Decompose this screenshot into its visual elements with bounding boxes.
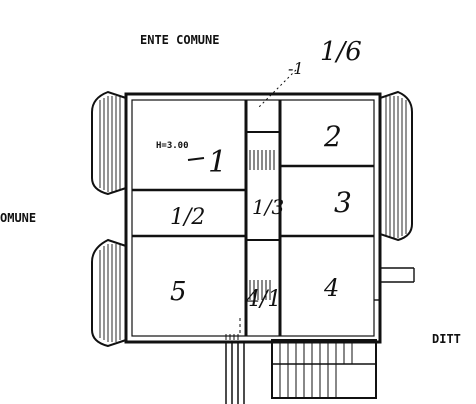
room-5-label: 5 <box>170 277 187 307</box>
balcony-left-lower <box>91 238 127 348</box>
terrace-right <box>374 267 415 342</box>
label-top-neighbor: ENTE COMUNE <box>140 33 219 47</box>
interior-walls <box>132 100 374 336</box>
room-1-dash <box>187 157 205 161</box>
bath-label: 1/2 <box>170 205 205 230</box>
label-left-neighbor: OMUNE <box>0 211 36 225</box>
label-right-neighbor: DITT <box>432 332 461 346</box>
leader-line <box>257 69 297 109</box>
room-1-label: 1 <box>208 145 227 180</box>
staircase <box>271 339 377 399</box>
height-note: H=3.00 <box>156 141 189 151</box>
room-3-label: 3 <box>334 186 352 219</box>
room-2-label: 2 <box>323 120 342 153</box>
room-4-label: 4 <box>323 274 339 302</box>
dash-mark-label: -1 <box>288 59 304 78</box>
wall-hatching <box>225 150 275 340</box>
corridor-label: 1/3 <box>252 195 284 219</box>
outer-walls <box>124 92 382 344</box>
shaft-bottom-left <box>225 342 245 404</box>
balcony-right <box>379 90 413 242</box>
balcony-left-upper <box>91 90 127 196</box>
subalterno-top-label: 1/6 <box>320 37 362 67</box>
stair-landing-label: 4/1 <box>245 287 281 312</box>
